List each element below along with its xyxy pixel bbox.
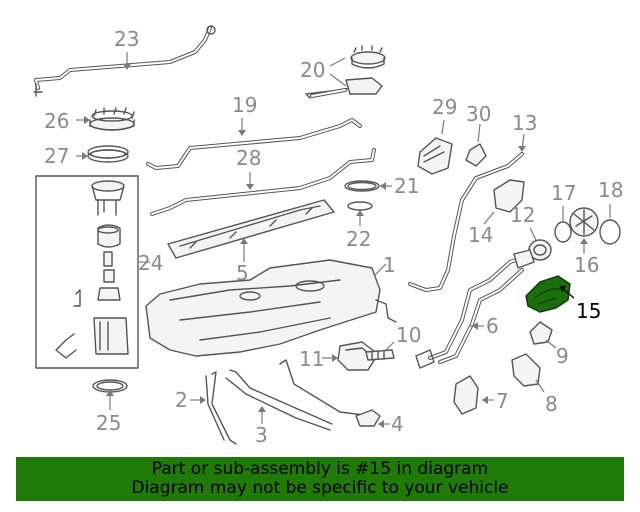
part-19-fuel-line[interactable] [146, 118, 362, 170]
part-27-gasket[interactable] [87, 145, 129, 163]
callout-16: 16 [574, 253, 599, 277]
part-8-housing[interactable] [511, 353, 541, 387]
callout-19: 19 [232, 93, 257, 117]
part-17-gasket[interactable] [554, 221, 572, 243]
part-22-gasket[interactable] [347, 201, 373, 211]
part-1-fuel-tank[interactable] [145, 259, 397, 357]
part-16-fuel-cap[interactable] [569, 207, 599, 237]
banner-line-2: Diagram may not be specific to your vehi… [131, 478, 509, 498]
part-2-strap[interactable] [205, 371, 237, 445]
callout-11: 11 [299, 347, 324, 371]
part-29-shield[interactable] [417, 137, 453, 175]
callout-20: 20 [300, 58, 325, 82]
callout-23: 23 [114, 27, 139, 51]
part-6-filler-pipe[interactable] [415, 249, 535, 369]
part-23-fuel-line[interactable] [33, 25, 216, 97]
callout-15: 15 [576, 299, 601, 323]
part-18-gasket[interactable] [599, 219, 621, 245]
callout-10: 10 [396, 323, 421, 347]
part-9-bracket[interactable] [529, 321, 553, 345]
callout-9: 9 [556, 344, 569, 368]
callout-18: 18 [598, 178, 623, 202]
part-3-strap[interactable] [225, 369, 333, 431]
part-4-bracket[interactable] [279, 359, 381, 427]
callout-22: 22 [346, 227, 371, 251]
callout-4: 4 [391, 412, 404, 436]
part-21-gasket[interactable] [344, 180, 380, 192]
callout-13: 13 [512, 111, 537, 135]
fuel-system-parts-diagram: 1234567891011121314151617181920212223242… [33, 25, 623, 447]
callout-12: 12 [510, 203, 535, 227]
part-20-gauge-assembly[interactable] [305, 45, 386, 99]
callout-30: 30 [466, 102, 491, 126]
part-15-highlighted-housing[interactable] [525, 275, 571, 313]
part-28-fuel-line[interactable] [150, 148, 376, 216]
part-26-lock-ring[interactable] [89, 107, 135, 131]
callout-27: 27 [44, 144, 69, 168]
info-banner: Part or sub-assembly is #15 in diagram D… [16, 457, 624, 501]
part-10-hose[interactable] [365, 349, 395, 361]
callout-21: 21 [394, 174, 419, 198]
callout-5: 5 [236, 261, 249, 285]
part-30-clamp[interactable] [465, 143, 487, 167]
callout-24: 24 [138, 251, 163, 275]
callout-3: 3 [255, 423, 268, 447]
part-13-vent-pipe[interactable] [408, 152, 524, 292]
callout-6: 6 [486, 314, 499, 338]
callout-7: 7 [496, 389, 509, 413]
part-24-fuel-pump-assembly[interactable] [35, 175, 139, 369]
callout-1: 1 [383, 253, 396, 277]
callout-26: 26 [44, 109, 69, 133]
callout-14: 14 [468, 223, 493, 247]
callout-25: 25 [96, 411, 121, 435]
callout-2: 2 [175, 388, 188, 412]
part-14-cover[interactable] [493, 179, 525, 213]
banner-line-1: Part or sub-assembly is #15 in diagram [151, 459, 489, 479]
part-5-protector[interactable] [167, 199, 335, 259]
callout-28: 28 [236, 146, 261, 170]
callout-17: 17 [551, 181, 576, 205]
part-7-protector[interactable] [453, 375, 479, 415]
callout-8: 8 [545, 392, 558, 416]
callout-29: 29 [432, 95, 457, 119]
